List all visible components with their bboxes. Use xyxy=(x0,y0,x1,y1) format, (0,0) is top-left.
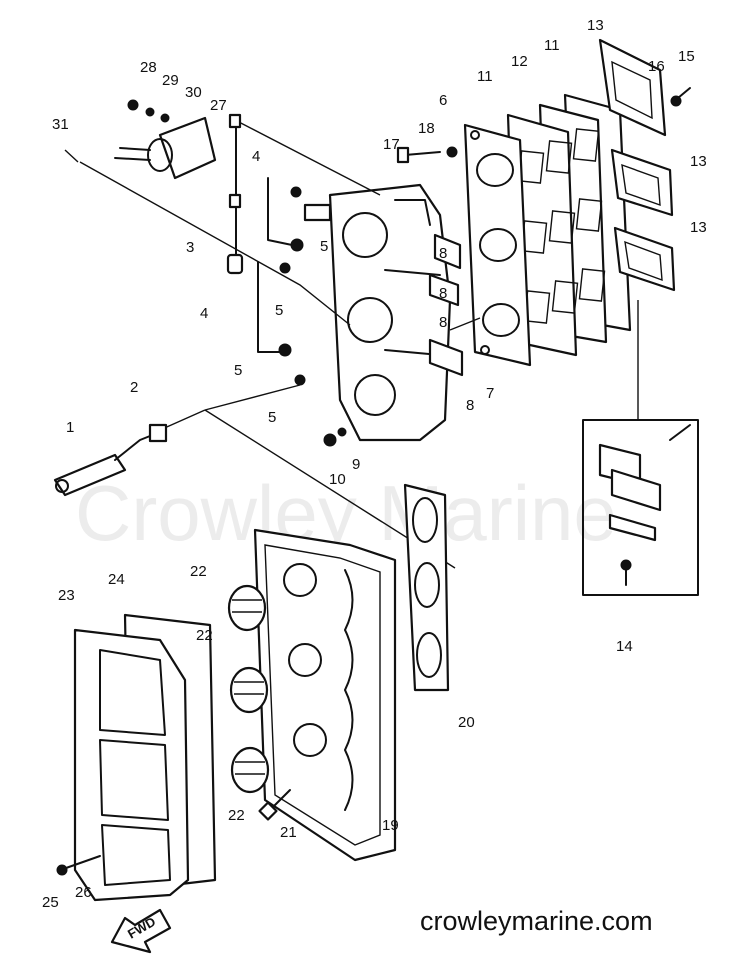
watermark: Crowley Marine xyxy=(75,469,617,557)
callout: 23 xyxy=(58,587,75,604)
callout: 18 xyxy=(418,120,435,137)
bolt-21 xyxy=(258,789,291,821)
temperature-switch xyxy=(53,423,168,497)
site-url: crowleymarine.com xyxy=(420,906,653,936)
callout: 17 xyxy=(383,136,400,153)
callout: 28 xyxy=(140,59,157,76)
callout: 29 xyxy=(162,72,179,89)
callout: 15 xyxy=(678,48,695,65)
callout: 26 xyxy=(75,884,92,901)
callout: 7 xyxy=(486,385,494,402)
callout: 5 xyxy=(275,302,283,319)
callout: 24 xyxy=(108,571,125,588)
callout: 5 xyxy=(234,362,242,379)
callout: 11 xyxy=(477,68,493,85)
callout: 8 xyxy=(439,245,447,262)
callouts: 1 2 3 4 4 5 5 5 5 6 7 8 8 8 8 9 10 11 11… xyxy=(42,17,707,911)
callout: 27 xyxy=(210,97,227,114)
callout: 8 xyxy=(439,314,447,331)
callout: 20 xyxy=(458,714,475,731)
callout: 4 xyxy=(200,305,208,322)
fasteners xyxy=(278,87,691,447)
callout: 16 xyxy=(648,58,665,75)
cylinder-block xyxy=(303,183,464,442)
reed-valve-assemblies xyxy=(598,38,676,292)
callout: 22 xyxy=(190,563,207,580)
callout: 8 xyxy=(466,397,474,414)
callout: 19 xyxy=(382,817,399,834)
callout: 6 xyxy=(439,92,447,109)
callout: 12 xyxy=(511,53,528,70)
outer-cover xyxy=(56,613,217,902)
callout: 5 xyxy=(320,238,328,255)
exhaust-cover xyxy=(253,528,397,862)
callout: 10 xyxy=(329,471,346,488)
callout: 30 xyxy=(185,84,202,101)
callout: 31 xyxy=(52,116,69,133)
callout: 11 xyxy=(544,37,560,54)
callout: 22 xyxy=(196,627,213,644)
callout: 21 xyxy=(280,824,297,841)
callout: 8 xyxy=(439,285,447,302)
callout: 1 xyxy=(66,419,74,436)
part-3 xyxy=(226,113,244,275)
forward-arrow: FWD xyxy=(110,908,172,954)
callout: 5 xyxy=(268,409,276,426)
inset-reed-valve-detail xyxy=(582,419,699,596)
gasket-20 xyxy=(403,483,450,692)
callout: 2 xyxy=(130,379,138,396)
solenoid-assembly xyxy=(64,99,217,180)
grommets xyxy=(227,584,270,794)
callout: 9 xyxy=(352,456,360,473)
callout: 13 xyxy=(690,153,707,170)
callout: 3 xyxy=(186,239,194,256)
callout: 14 xyxy=(616,638,633,655)
reed-valve-gaskets xyxy=(506,93,632,357)
intake-manifold xyxy=(463,123,532,367)
callout: 4 xyxy=(252,148,260,165)
callout: 13 xyxy=(690,219,707,236)
hoses-and-lines xyxy=(79,117,639,569)
callout: 13 xyxy=(587,17,604,34)
callout: 22 xyxy=(228,807,245,824)
callout: 25 xyxy=(42,894,59,911)
